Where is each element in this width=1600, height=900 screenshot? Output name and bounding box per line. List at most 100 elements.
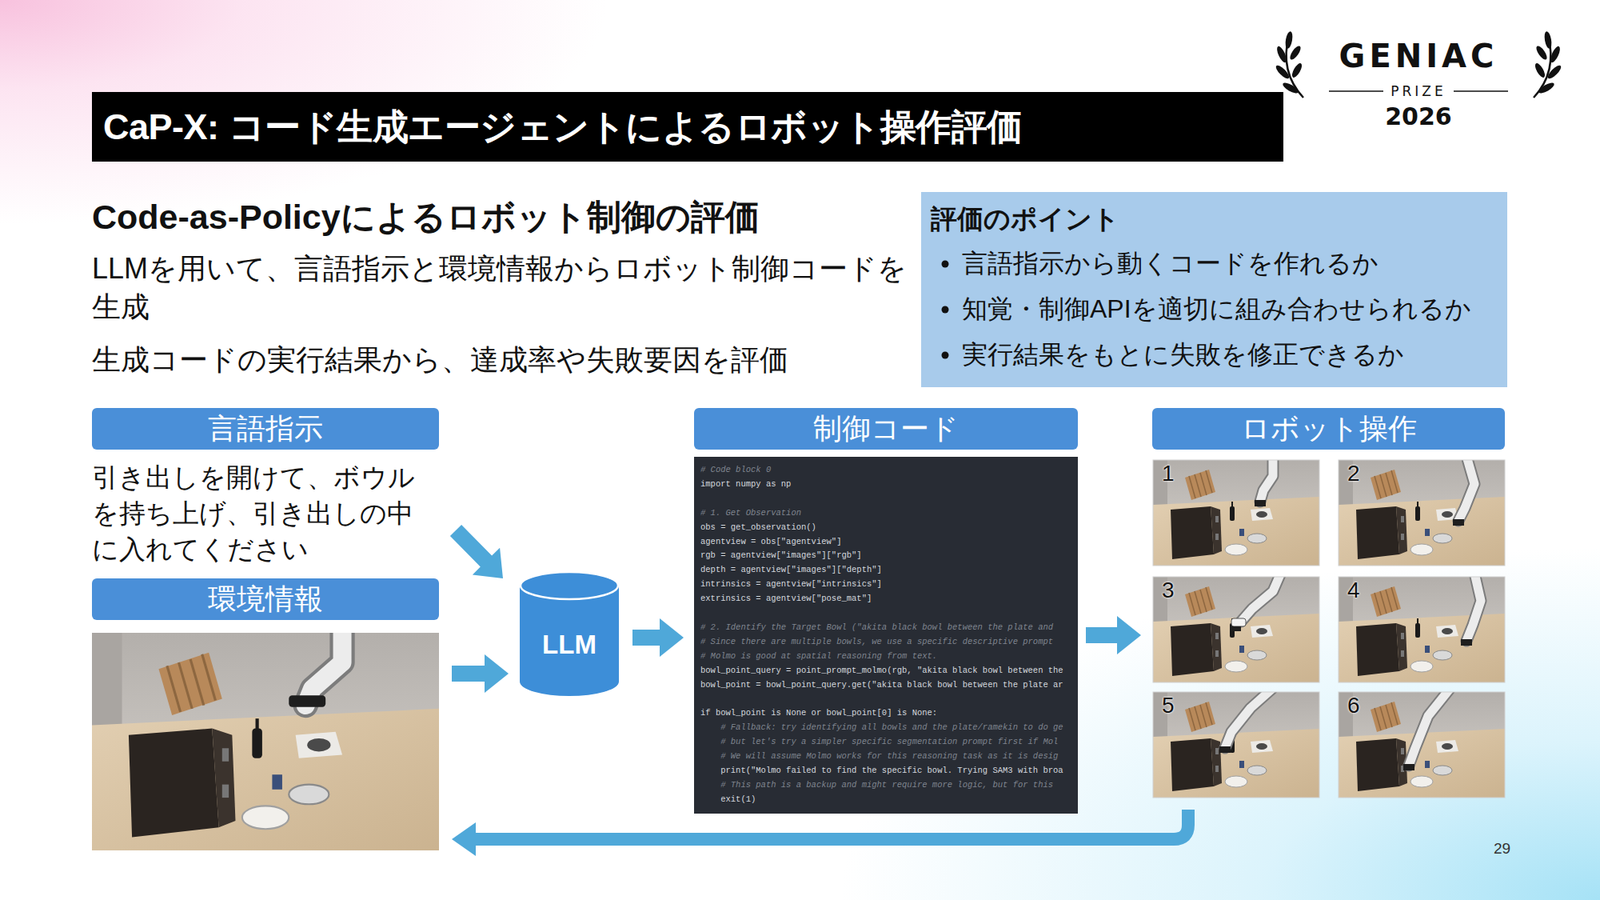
arrow-head <box>451 821 476 856</box>
art-g <box>1338 691 1505 798</box>
robot-frame <box>1153 455 1320 566</box>
instruction-block: 言語指示引き出しを開けて、ボウルを持ち上げ、引き出しの中に入れてください <box>91 407 439 567</box>
art-rect <box>1229 626 1241 631</box>
art-ellipse <box>1290 61 1305 79</box>
code-line: # Code block 0 <box>700 462 1072 478</box>
art-path <box>1458 459 1475 521</box>
art-path <box>305 632 343 706</box>
code-line: exit(1) <box>700 792 1072 807</box>
evaluation-panel: 評価のポイント言語指示から動くコードを作れるか知覚・制御APIを適切に組み合わせ… <box>921 191 1508 388</box>
art-ellipse <box>1284 30 1294 49</box>
bullet-row: 実行結果をもとに失敗を修正できるか <box>930 331 1490 378</box>
robot-frame <box>1153 687 1320 798</box>
art-path <box>1466 576 1481 641</box>
art-g <box>1153 576 1320 683</box>
code-line: depth = agentview["images"]["depth"] <box>700 562 1072 578</box>
title-bar: CaP-X: コード生成エージェントによるロボット操作評価 <box>91 91 1284 162</box>
art-path <box>1458 459 1475 521</box>
block-arrow <box>632 618 684 657</box>
code-line: # 1. Get Observation <box>700 506 1072 521</box>
code-area: # Code block 0import numpy as np # 1. Get… <box>694 456 1078 814</box>
art-rect <box>1452 518 1465 526</box>
art-rect <box>1231 618 1246 627</box>
panel-heading: 評価のポイント <box>930 201 1490 236</box>
art-ellipse <box>1280 80 1300 96</box>
code-line: obs = get_observation() <box>700 520 1072 535</box>
art-path <box>1408 691 1451 766</box>
header-bar: ロボット操作 <box>1152 407 1505 450</box>
art-path <box>1260 459 1273 502</box>
callout-number: 5 <box>1161 693 1175 718</box>
code-line: # Fallback: try identifying all bowls an… <box>700 720 1072 735</box>
body-text: LLMを用いて、言語指示と環境情報からロボット制御コードを生成 <box>91 249 916 327</box>
bullet-text: 実行結果をもとに失敗を修正できるか <box>961 339 1405 369</box>
code-line: bowl_point = bowl_point_query.get("akita… <box>700 678 1072 693</box>
bullet-dot <box>940 259 950 269</box>
art-use <box>91 632 439 850</box>
header-text: 言語指示 <box>91 407 439 450</box>
art-g <box>1338 459 1505 566</box>
art-path <box>1260 459 1273 502</box>
bullet-dot-shape <box>941 351 950 360</box>
body-text: 生成コードの実行結果から、達成率や失敗要因を評価 <box>91 340 789 380</box>
art-rect <box>1338 459 1505 566</box>
robot-frame <box>1338 455 1505 566</box>
art-use <box>1153 691 1320 798</box>
instruction-text: 引き出しを開けて、ボウルを持ち上げ、引き出しの中に入れてください <box>91 458 439 567</box>
logo-wordmark: GENIAC <box>1327 36 1510 76</box>
art-rect <box>1153 691 1320 798</box>
page-number: 29 <box>1493 839 1511 858</box>
code-line: import numpy as np <box>700 477 1072 492</box>
bullet-dot <box>940 350 950 360</box>
art-path <box>1240 576 1281 622</box>
robot-frame <box>1153 572 1320 683</box>
art-use <box>1153 576 1320 683</box>
header-text: 制御コード <box>694 407 1078 450</box>
flow-arrow <box>451 654 509 693</box>
header-bar: 制御コード <box>694 407 1078 450</box>
art-rect <box>1153 459 1320 566</box>
code-line: bowl_point_query = point_prompt_molmo(rg… <box>700 663 1072 679</box>
art-path <box>1240 576 1281 622</box>
art-path <box>1224 691 1273 748</box>
art-rect <box>1219 746 1231 753</box>
art-ellipse <box>1288 44 1303 62</box>
bullet-dot <box>940 304 950 315</box>
bullet-row: 言語指示から動くコードを作れるか <box>930 240 1490 287</box>
robot-frame <box>1338 687 1505 798</box>
art-rect <box>1338 576 1505 683</box>
block-arrow <box>1085 615 1142 655</box>
code-line: extrinsics = agentview["pose_mat"] <box>700 591 1072 607</box>
code-line: # Molmo is good at spatial reasoning fro… <box>700 649 1072 664</box>
code-line: if bowl_point is None or bowl_point[0] i… <box>700 706 1072 721</box>
code-line: print("Molmo failed to find the specific… <box>700 763 1072 779</box>
code-line: # We will assume Molmo works for this re… <box>700 749 1072 764</box>
code-line: rgb = agentview["images"]["rgb"] <box>700 548 1072 563</box>
flow-arrow <box>632 618 684 657</box>
art-g <box>1153 691 1320 798</box>
art-use <box>1338 459 1505 566</box>
art-line <box>1328 90 1384 92</box>
callout-number: 1 <box>1161 461 1175 486</box>
llm-cylinder: LLM <box>518 569 621 698</box>
code-line: # but let's try a simpler specific segme… <box>700 734 1072 750</box>
bullet-text: 言語指示から動くコードを作れるか <box>961 248 1379 278</box>
art-rect <box>1153 576 1320 683</box>
flow-arrow <box>451 809 1189 856</box>
section-heading: Code-as-Policyによるロボット制御の評価 <box>91 194 760 240</box>
code-line: # This path is a backup and might requir… <box>700 778 1072 793</box>
art-rect <box>288 694 326 707</box>
header-bar: 環境情報 <box>91 578 439 620</box>
logo-laurel <box>1533 30 1564 98</box>
header-bar: 言語指示 <box>91 407 439 450</box>
title-text: CaP-X: コード生成エージェントによるロボット操作評価 <box>103 91 1284 162</box>
callout-number: 6 <box>1347 693 1361 718</box>
code-block-panel: 制御コード # Code block 0import numpy as np # 1… <box>694 407 1078 814</box>
code-line: intrinsics = agentview["intrinsics"] <box>700 577 1072 592</box>
cylinder-label: LLM <box>518 628 621 661</box>
art-path <box>1224 691 1273 748</box>
art-rect <box>1403 763 1415 771</box>
environment-scene <box>91 632 439 850</box>
bullet-text: 知覚・制御APIを適切に組み合わせられるか <box>961 294 1472 324</box>
